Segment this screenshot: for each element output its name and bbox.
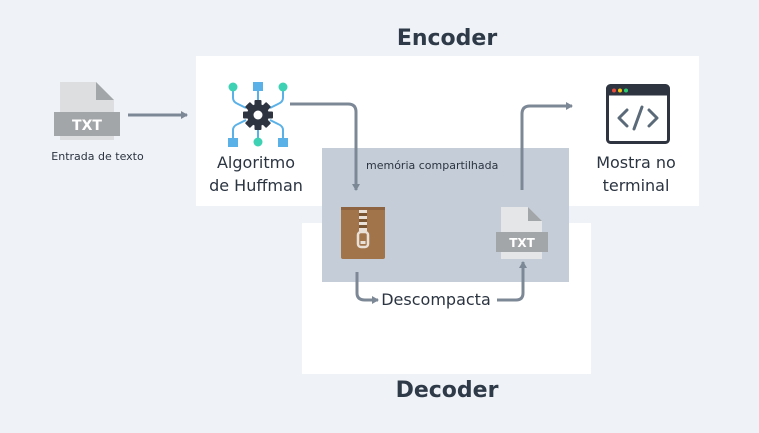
decompress-label: Descompacta [381, 290, 491, 309]
output-label-line2: terminal [602, 176, 670, 195]
shared-txt-file-icon: TXT [496, 207, 548, 259]
decoder-title: Decoder [395, 378, 499, 403]
zip-archive-icon [341, 207, 385, 259]
shared-memory-label: memória compartilhada [366, 159, 499, 172]
output-label-line1: Mostra no [596, 153, 676, 172]
arrow-decompress-to-txt [497, 261, 527, 302]
algorithm-label-line2: de Huffman [209, 176, 303, 195]
arrow-txt-to-terminal [520, 102, 573, 190]
huffman-algorithm-icon [228, 82, 288, 147]
code-window-icon [606, 84, 670, 144]
input-label: Entrada de texto [51, 150, 144, 163]
algorithm-label: Algoritmo de Huffman [196, 151, 316, 197]
txt-file-badge: TXT [72, 118, 102, 134]
shared-txt-file-badge: TXT [509, 236, 535, 250]
txt-file-icon: TXT [54, 82, 120, 140]
arrow-zip-to-decompress [355, 272, 379, 304]
output-label: Mostra no terminal [576, 151, 696, 197]
arrow-huffman-to-shared-memory [290, 102, 360, 191]
encoder-title: Encoder [396, 26, 498, 51]
algorithm-label-line1: Algoritmo [216, 153, 295, 172]
